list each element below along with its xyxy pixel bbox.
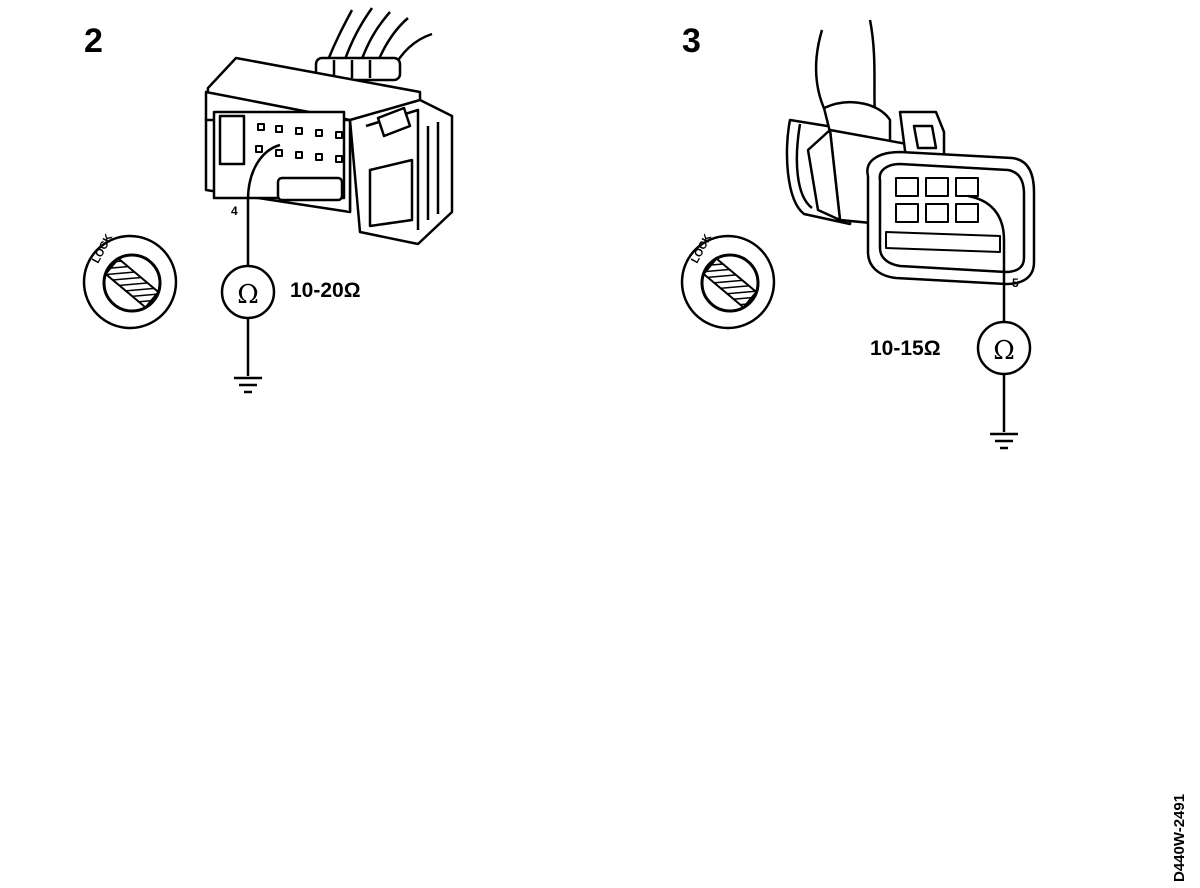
pin-label: 4 xyxy=(231,204,238,218)
step-number: 3 xyxy=(682,22,701,60)
resistance-spec: 10-20Ω xyxy=(290,279,361,302)
ohmmeter-symbol: Ω xyxy=(237,280,259,310)
ohmmeter-circuit-3 xyxy=(967,194,1032,450)
ignition-lock-icon: LOCK xyxy=(680,232,776,330)
probe-lead xyxy=(246,143,281,266)
figure-code: D440W-2491 xyxy=(1171,793,1188,882)
panel-3: LOCK xyxy=(680,19,1036,450)
connector-3-illustration xyxy=(785,19,1036,286)
ignition-lock-icon: LOCK xyxy=(82,232,178,330)
ohmmeter-symbol: Ω xyxy=(993,336,1015,366)
connector-2-illustration xyxy=(204,7,454,246)
resistance-spec: 10-15Ω xyxy=(870,337,941,360)
panel-2: LOCK xyxy=(82,7,454,394)
ground-icon xyxy=(990,432,1018,450)
ohmmeter-circuit-2 xyxy=(220,143,281,394)
probe-lead xyxy=(967,194,1006,322)
pin-label: 5 xyxy=(1012,276,1019,290)
ground-icon xyxy=(234,376,262,394)
step-number: 2 xyxy=(84,22,103,60)
